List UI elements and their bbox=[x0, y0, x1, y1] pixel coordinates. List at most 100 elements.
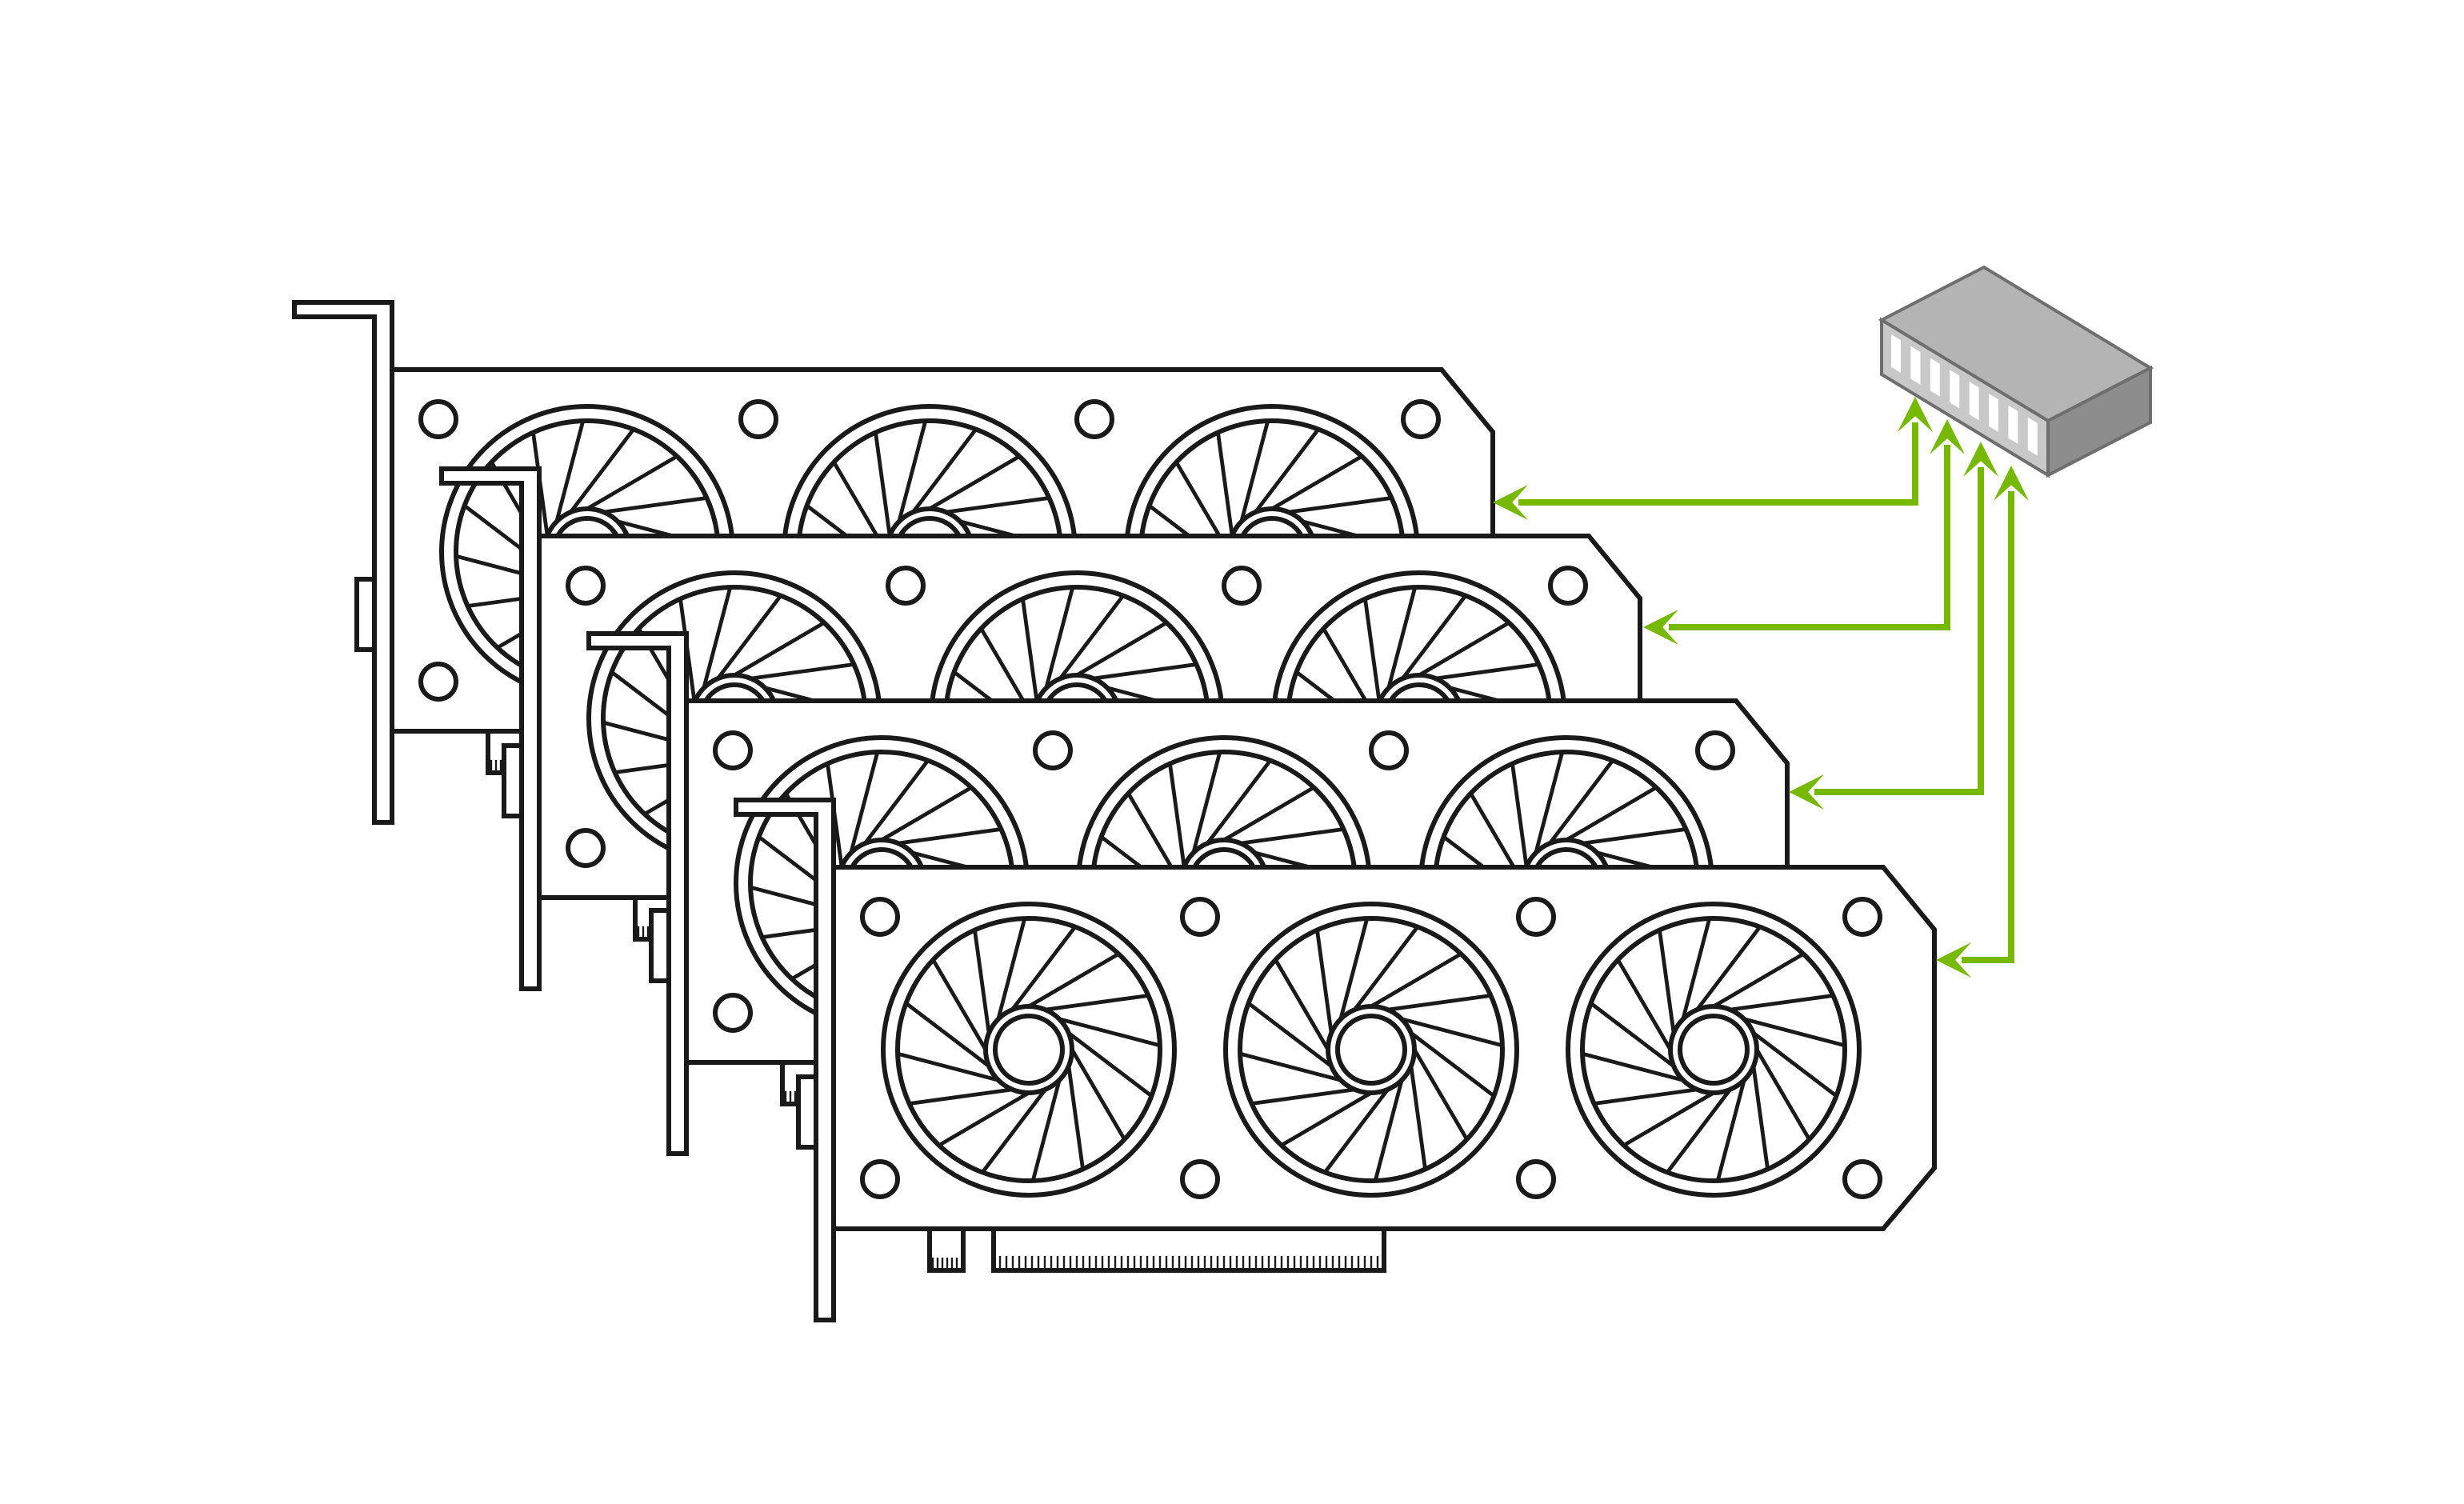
screw-hole bbox=[1074, 399, 1114, 439]
screw-hole bbox=[1516, 897, 1556, 937]
fan-blade bbox=[1270, 455, 1362, 511]
fan-blade bbox=[1548, 760, 1614, 845]
gpu-cards bbox=[292, 300, 1937, 1322]
switch-port bbox=[1891, 334, 1901, 373]
fan-blade bbox=[702, 588, 732, 689]
fan-blade bbox=[586, 455, 677, 511]
links-group bbox=[1493, 397, 2029, 978]
fan-blade bbox=[1695, 926, 1761, 1011]
switch-side-face bbox=[2046, 365, 2152, 478]
fan-blade bbox=[1058, 1017, 1159, 1047]
switch-port bbox=[2008, 405, 2018, 444]
fan-blade bbox=[1409, 1066, 1427, 1168]
fan-blade bbox=[1222, 786, 1314, 842]
fan-hub-cap bbox=[1335, 1014, 1407, 1086]
fan-blade bbox=[1066, 1066, 1085, 1168]
screw-hole bbox=[418, 662, 458, 702]
fan-blade bbox=[911, 429, 977, 514]
screw-hole bbox=[566, 566, 606, 606]
screw-hole bbox=[713, 993, 753, 1033]
fan-blade bbox=[898, 1052, 999, 1082]
fan-blade bbox=[1582, 827, 1685, 846]
fan-blade bbox=[946, 496, 1048, 514]
fan-blade bbox=[1324, 1088, 1390, 1173]
fan-icon bbox=[881, 902, 1177, 1198]
fan-blade bbox=[1410, 1031, 1494, 1097]
fan-icon bbox=[1223, 902, 1519, 1198]
fan-blade bbox=[1386, 588, 1417, 689]
fan-blade bbox=[1565, 786, 1656, 842]
fan-blade bbox=[716, 595, 782, 680]
fan-blade bbox=[1363, 600, 1382, 702]
bracket-port bbox=[502, 743, 524, 818]
fan-blade bbox=[1254, 429, 1319, 514]
fan-blade bbox=[1338, 919, 1369, 1020]
fan-blade bbox=[1031, 1079, 1062, 1180]
arrowhead-switch bbox=[1963, 442, 1998, 477]
fan-icon bbox=[1566, 902, 1862, 1198]
screw-hole bbox=[886, 566, 926, 606]
bracket-port bbox=[796, 1074, 818, 1150]
fan-blade bbox=[1510, 765, 1529, 867]
fan-blade bbox=[554, 422, 585, 522]
fan-inner-ring bbox=[1238, 916, 1505, 1183]
screw-hole bbox=[1180, 1159, 1220, 1199]
fan-blade bbox=[603, 496, 706, 514]
connection-line bbox=[1669, 445, 1950, 630]
screw-hole bbox=[738, 399, 778, 439]
fan-blade bbox=[1093, 662, 1195, 681]
fan-blade bbox=[1595, 1087, 1698, 1106]
fan-blade bbox=[1716, 1079, 1746, 1180]
screw-hole bbox=[418, 399, 458, 439]
fan-blade bbox=[928, 455, 1019, 511]
fan-blade bbox=[906, 1002, 990, 1068]
fan-blade bbox=[1658, 931, 1676, 1034]
screw-hole bbox=[1842, 897, 1882, 937]
screw-hole bbox=[566, 828, 606, 868]
connection-line bbox=[1814, 467, 1984, 795]
fan-blade bbox=[1315, 931, 1334, 1034]
switch-port bbox=[2027, 417, 2038, 456]
screw-hole bbox=[1695, 730, 1735, 770]
fan-blade bbox=[1666, 1088, 1732, 1173]
screw-hole bbox=[1548, 566, 1588, 606]
connection-arrow bbox=[1643, 419, 1965, 645]
fan-blade bbox=[939, 1090, 1030, 1146]
fan-blade bbox=[1730, 994, 1832, 1012]
interconnect-links bbox=[1493, 397, 2029, 978]
fan-blade bbox=[1681, 919, 1711, 1020]
card-bracket bbox=[734, 798, 836, 1322]
fan-blade bbox=[1240, 827, 1342, 846]
fan-blade bbox=[1044, 588, 1074, 689]
bracket-port bbox=[354, 577, 377, 652]
fan-inner-ring bbox=[895, 916, 1162, 1183]
fan-blade bbox=[1274, 960, 1330, 1051]
fan-blade bbox=[863, 760, 929, 845]
switch-body bbox=[1878, 265, 2154, 478]
fan-blade bbox=[1374, 1079, 1404, 1180]
fan-blade bbox=[1070, 1048, 1126, 1139]
switch-port bbox=[1989, 394, 1998, 432]
fan-blade bbox=[1583, 1052, 1684, 1082]
fan-blade bbox=[849, 753, 879, 854]
graphics-card-icon bbox=[734, 798, 1937, 1322]
fan-blade bbox=[1288, 496, 1390, 514]
fan-blade bbox=[1010, 926, 1076, 1011]
fan-blade bbox=[996, 919, 1026, 1020]
fan-blade bbox=[897, 422, 927, 522]
fan-blade bbox=[1370, 953, 1461, 1009]
fan-blade bbox=[1216, 434, 1234, 536]
screw-hole bbox=[1033, 730, 1073, 770]
arrowhead-gpu bbox=[1493, 485, 1528, 520]
fan-blade bbox=[910, 1087, 1013, 1106]
fan-blade bbox=[982, 1088, 1047, 1173]
arrowhead-gpu bbox=[1643, 610, 1678, 645]
pcie-connector bbox=[927, 1226, 1386, 1273]
bracket-port bbox=[649, 908, 671, 983]
fan-blade bbox=[1027, 953, 1118, 1009]
fan-blade bbox=[1045, 994, 1147, 1012]
fan-blade bbox=[1168, 765, 1186, 867]
fan-blade bbox=[1075, 622, 1166, 678]
fan-blade bbox=[1534, 753, 1564, 854]
